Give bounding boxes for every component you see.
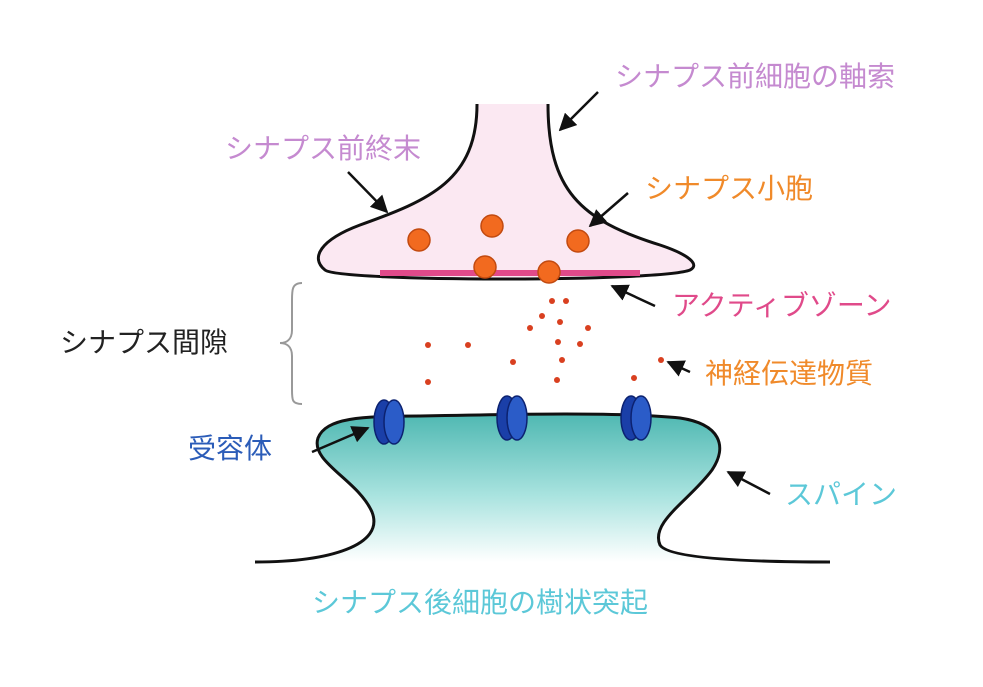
arrow-spine xyxy=(726,470,771,496)
transmitter-dot xyxy=(555,339,561,345)
label-presynaptic-terminal: シナプス前終末 xyxy=(225,132,421,165)
transmitter-dot xyxy=(425,379,431,385)
neurotransmitter-molecules xyxy=(425,298,664,385)
presynaptic-terminal-body xyxy=(316,103,696,281)
arrow-receptor xyxy=(311,426,370,454)
pointer-arrows xyxy=(311,91,771,496)
receptor-icon xyxy=(373,399,405,445)
transmitter-dot xyxy=(658,357,664,363)
synaptic-vesicles xyxy=(407,214,590,284)
synaptic-cleft-bracket xyxy=(279,282,303,405)
transmitter-dot xyxy=(539,313,545,319)
transmitter-dot xyxy=(425,342,431,348)
receptor-icon xyxy=(496,395,528,441)
arrow-axon xyxy=(558,91,599,132)
spine-body xyxy=(255,414,830,562)
synaptic-vesicle xyxy=(480,214,504,238)
transmitter-dot xyxy=(510,359,516,365)
transmitter-dot xyxy=(577,341,583,347)
transmitter-dot xyxy=(631,375,637,381)
label-receptor: 受容体 xyxy=(188,432,272,465)
arrow-transmitter xyxy=(666,360,691,377)
label-synaptic-cleft: シナプス間隙 xyxy=(60,326,228,359)
label-active-zone: アクティブゾーン xyxy=(672,289,892,322)
transmitter-dot xyxy=(549,298,555,304)
arrow-terminal xyxy=(347,171,389,214)
transmitter-dot xyxy=(585,325,591,331)
receptors xyxy=(373,395,652,445)
synaptic-vesicle xyxy=(566,229,590,253)
label-presynaptic-axon: シナプス前細胞の軸索 xyxy=(615,60,895,93)
transmitter-dot xyxy=(563,298,569,304)
transmitter-dot xyxy=(465,342,471,348)
synaptic-vesicle xyxy=(537,260,561,284)
label-neurotransmitter: 神経伝達物質 xyxy=(705,357,873,390)
arrow-active-zone xyxy=(610,284,656,308)
label-postsynaptic-dendrite: シナプス後細胞の樹状突起 xyxy=(312,586,648,619)
label-spine: スパイン xyxy=(785,478,897,511)
transmitter-dot xyxy=(554,377,560,383)
transmitter-dot xyxy=(557,319,563,325)
transmitter-dot xyxy=(559,357,565,363)
synaptic-vesicle xyxy=(407,228,431,252)
arrow-vesicle xyxy=(588,192,629,228)
receptor-icon xyxy=(620,395,652,441)
synaptic-vesicle xyxy=(473,255,497,279)
transmitter-dot xyxy=(527,325,533,331)
spine-membrane xyxy=(254,412,831,564)
label-synaptic-vesicle: シナプス小胞 xyxy=(645,172,813,205)
